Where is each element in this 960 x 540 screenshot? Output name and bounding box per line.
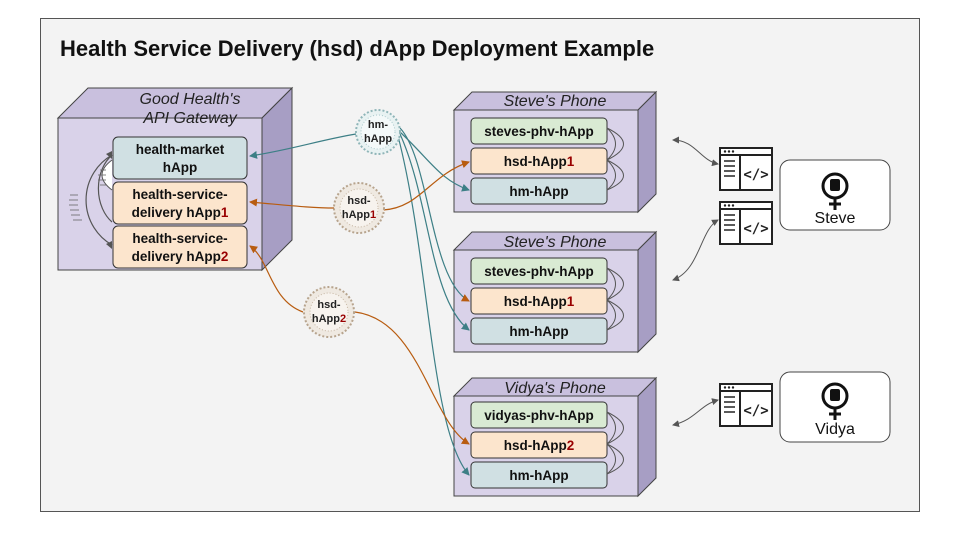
phone-2-app-hsd: hsd-hApp1 [470,287,608,315]
phone-3-app-hsd: hsd-hApp2 [470,431,608,459]
svg-text:delivery hApp1: delivery hApp1 [132,205,229,220]
svg-text:hm-: hm- [368,119,389,131]
phone-title: Vidya's Phone [504,380,606,397]
phone-title: Steve's Phone [504,234,607,251]
phone-2-app-hm: hm-hApp [470,317,608,345]
svg-text:health-service-: health-service- [132,187,227,202]
phone-1-bridge-arcs [606,127,624,191]
svg-text:hsd-hApp1: hsd-hApp1 [504,294,575,309]
code-window-icon: </> [719,147,773,191]
cube-side [261,86,293,272]
code-window-icon: </> [719,383,773,427]
phone-3-app-phv: vidyas-phv-hApp [470,401,608,429]
svg-text:hApp: hApp [163,160,198,175]
user-card-steve: Steve [779,159,891,231]
svg-text:delivery hApp2: delivery hApp2 [132,249,229,264]
svg-text:hApp: hApp [364,133,392,145]
gateway-app-health-service-delivery-2: health-service- delivery hApp2 [112,225,248,269]
seal-hsd-happ-1: hsd- hApp1 [333,182,385,234]
svg-text:hApp2: hApp2 [312,313,346,325]
seal-hsd-happ-2: hsd- hApp2 [303,286,355,338]
user-name: Vidya [815,421,855,438]
phone-3-bridge-arcs [606,411,624,475]
phone-1-app-hsd: hsd-hApp1 [470,147,608,175]
phone-2-app-phv: steves-phv-hApp [470,257,608,285]
hsd-distribution-lines [249,127,470,445]
gateway-bridge-arcs [69,151,113,249]
svg-text:</>: </> [743,167,768,183]
gateway-app-health-service-delivery-1: health-service- delivery hApp1 [112,181,248,225]
seal-hm-happ: hm- hApp [355,109,401,155]
phone-3-app-hm: hm-hApp [470,461,608,489]
phone-2-bridge-arcs [606,267,624,331]
phone-title: Steve's Phone [504,93,607,110]
svg-text:hm-hApp: hm-hApp [509,184,568,199]
svg-text:hsd-hApp2: hsd-hApp2 [504,438,575,453]
phone-1-app-hm: hm-hApp [470,177,608,205]
gateway-title-line2: API Gateway [142,110,237,127]
phone-1-app-phv: steves-phv-hApp [470,117,608,145]
svg-text:steves-phv-hApp: steves-phv-hApp [484,264,594,279]
female-fist-symbol-icon [821,172,849,210]
svg-text:hsd-: hsd- [317,299,341,311]
code-window-icon: </> [719,201,773,245]
svg-text:hsd-: hsd- [347,195,371,207]
user-name: Steve [815,210,856,227]
svg-text:hApp1: hApp1 [342,209,376,221]
diagram-title: Health Service Delivery (hsd) dApp Deplo… [60,36,655,61]
user-card-vidya: Vidya [779,371,891,443]
gateway-title-line1: Good Health's [140,91,241,108]
svg-text:health-market: health-market [136,142,225,157]
svg-text:health-service-: health-service- [132,231,227,246]
svg-text:hm-hApp: hm-hApp [509,468,568,483]
female-fist-symbol-icon [821,382,849,420]
svg-text:</>: </> [743,221,768,237]
client-connectors [672,136,719,428]
svg-text:hm-hApp: hm-hApp [509,324,568,339]
gateway-app-health-market: health-market hApp [112,136,248,180]
svg-text:hsd-hApp1: hsd-hApp1 [504,154,575,169]
svg-text:</>: </> [743,403,768,419]
svg-text:vidyas-phv-hApp: vidyas-phv-hApp [484,408,594,423]
svg-text:steves-phv-hApp: steves-phv-hApp [484,124,594,139]
